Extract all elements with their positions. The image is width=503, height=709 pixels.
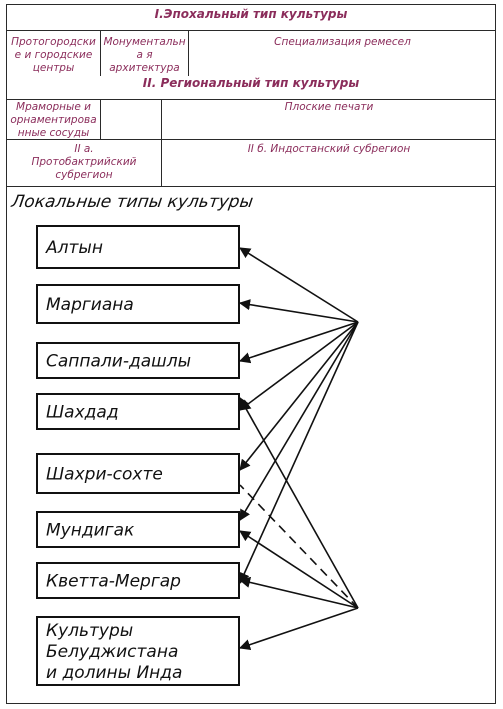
cell-line: а я	[136, 49, 153, 61]
cell-line: архитектура	[109, 62, 180, 74]
regional-type-title: II. Региональный тип культуры	[142, 76, 360, 90]
culture-box-label: Шахдад	[46, 403, 119, 423]
local-types-heading: Локальные типы культуры	[9, 192, 254, 212]
arrow-connector	[239, 321, 359, 585]
culture-box-label: и долины Инда	[46, 663, 182, 683]
culture-box-label: Шахри-сохте	[46, 465, 163, 485]
culture-box	[36, 511, 240, 548]
culture-box	[36, 225, 240, 269]
arrow-connector	[239, 247, 359, 323]
arrow-connector	[238, 321, 359, 364]
arrow-connector	[238, 299, 359, 323]
arrow-connector	[239, 321, 359, 521]
marble-vessels-cell: Мраморные и орнаментирова нные сосуды	[7, 101, 100, 140]
table-line	[100, 99, 101, 139]
culture-box-label: Белуджистана	[46, 642, 178, 662]
epochal-type-title: I.Эпохальный тип культуры	[154, 7, 348, 21]
flat-seals-cell: Плоские печати	[284, 101, 374, 113]
culture-box-label: Кветта-Мергар	[46, 572, 181, 592]
craft-specialization-cell: Специализация ремесел	[274, 36, 411, 48]
culture-box	[36, 393, 240, 430]
culture-box	[36, 616, 240, 686]
connector-arrows	[238, 247, 359, 651]
dashed-connector	[239, 484, 359, 609]
culture-box-label: Мундигак	[46, 521, 135, 541]
table-line	[6, 139, 496, 140]
arrow-connector	[239, 321, 359, 411]
cell-line: орнаментирова	[10, 114, 97, 126]
arrow-connector	[239, 530, 359, 609]
table-line	[100, 30, 101, 76]
cell-line: центры	[32, 62, 75, 74]
proto-urban-centers-cell: Протогородски е и городские центры	[7, 36, 100, 75]
cell-line: Монументальн	[103, 36, 186, 48]
culture-box-label: Саппали-дашлы	[46, 352, 191, 372]
cell-line: е и городские	[14, 49, 93, 61]
table-line	[161, 99, 162, 139]
culture-box	[36, 284, 240, 324]
table-line	[6, 30, 496, 31]
cell-line: нные сосуды	[17, 127, 90, 139]
culture-box-label: Культуры	[46, 621, 133, 641]
cell-line: Мраморные и	[16, 101, 91, 113]
arrow-connector	[239, 321, 359, 471]
monumental-architecture-cell: Монументальн а я архитектура	[101, 36, 188, 75]
table-line	[6, 99, 496, 100]
arrow-connector	[239, 397, 359, 609]
culture-boxes: АлтынМаргианаСаппали-дашлыШахдадШахри-со…	[36, 225, 240, 686]
arrow-connector	[238, 607, 359, 651]
arrow-connector	[238, 576, 359, 609]
culture-box-label: Алтын	[45, 238, 103, 258]
cell-line: Протогородски	[11, 36, 96, 48]
culture-box-label: Маргиана	[46, 295, 134, 315]
diagram-frame	[6, 4, 496, 704]
cell-line: субрегион	[55, 169, 113, 181]
table-line	[6, 186, 496, 187]
table-line	[188, 30, 189, 76]
culture-box	[36, 453, 240, 494]
cell-line: Протобактрийский	[31, 156, 137, 168]
cell-line: II а.	[74, 143, 94, 155]
protobactrian-subregion-cell: II а. Протобактрийский субрегион	[7, 143, 161, 182]
table-line	[161, 139, 162, 186]
culture-box	[36, 562, 240, 599]
indostan-subregion-cell: II б. Индостанский субрегион	[247, 143, 411, 155]
